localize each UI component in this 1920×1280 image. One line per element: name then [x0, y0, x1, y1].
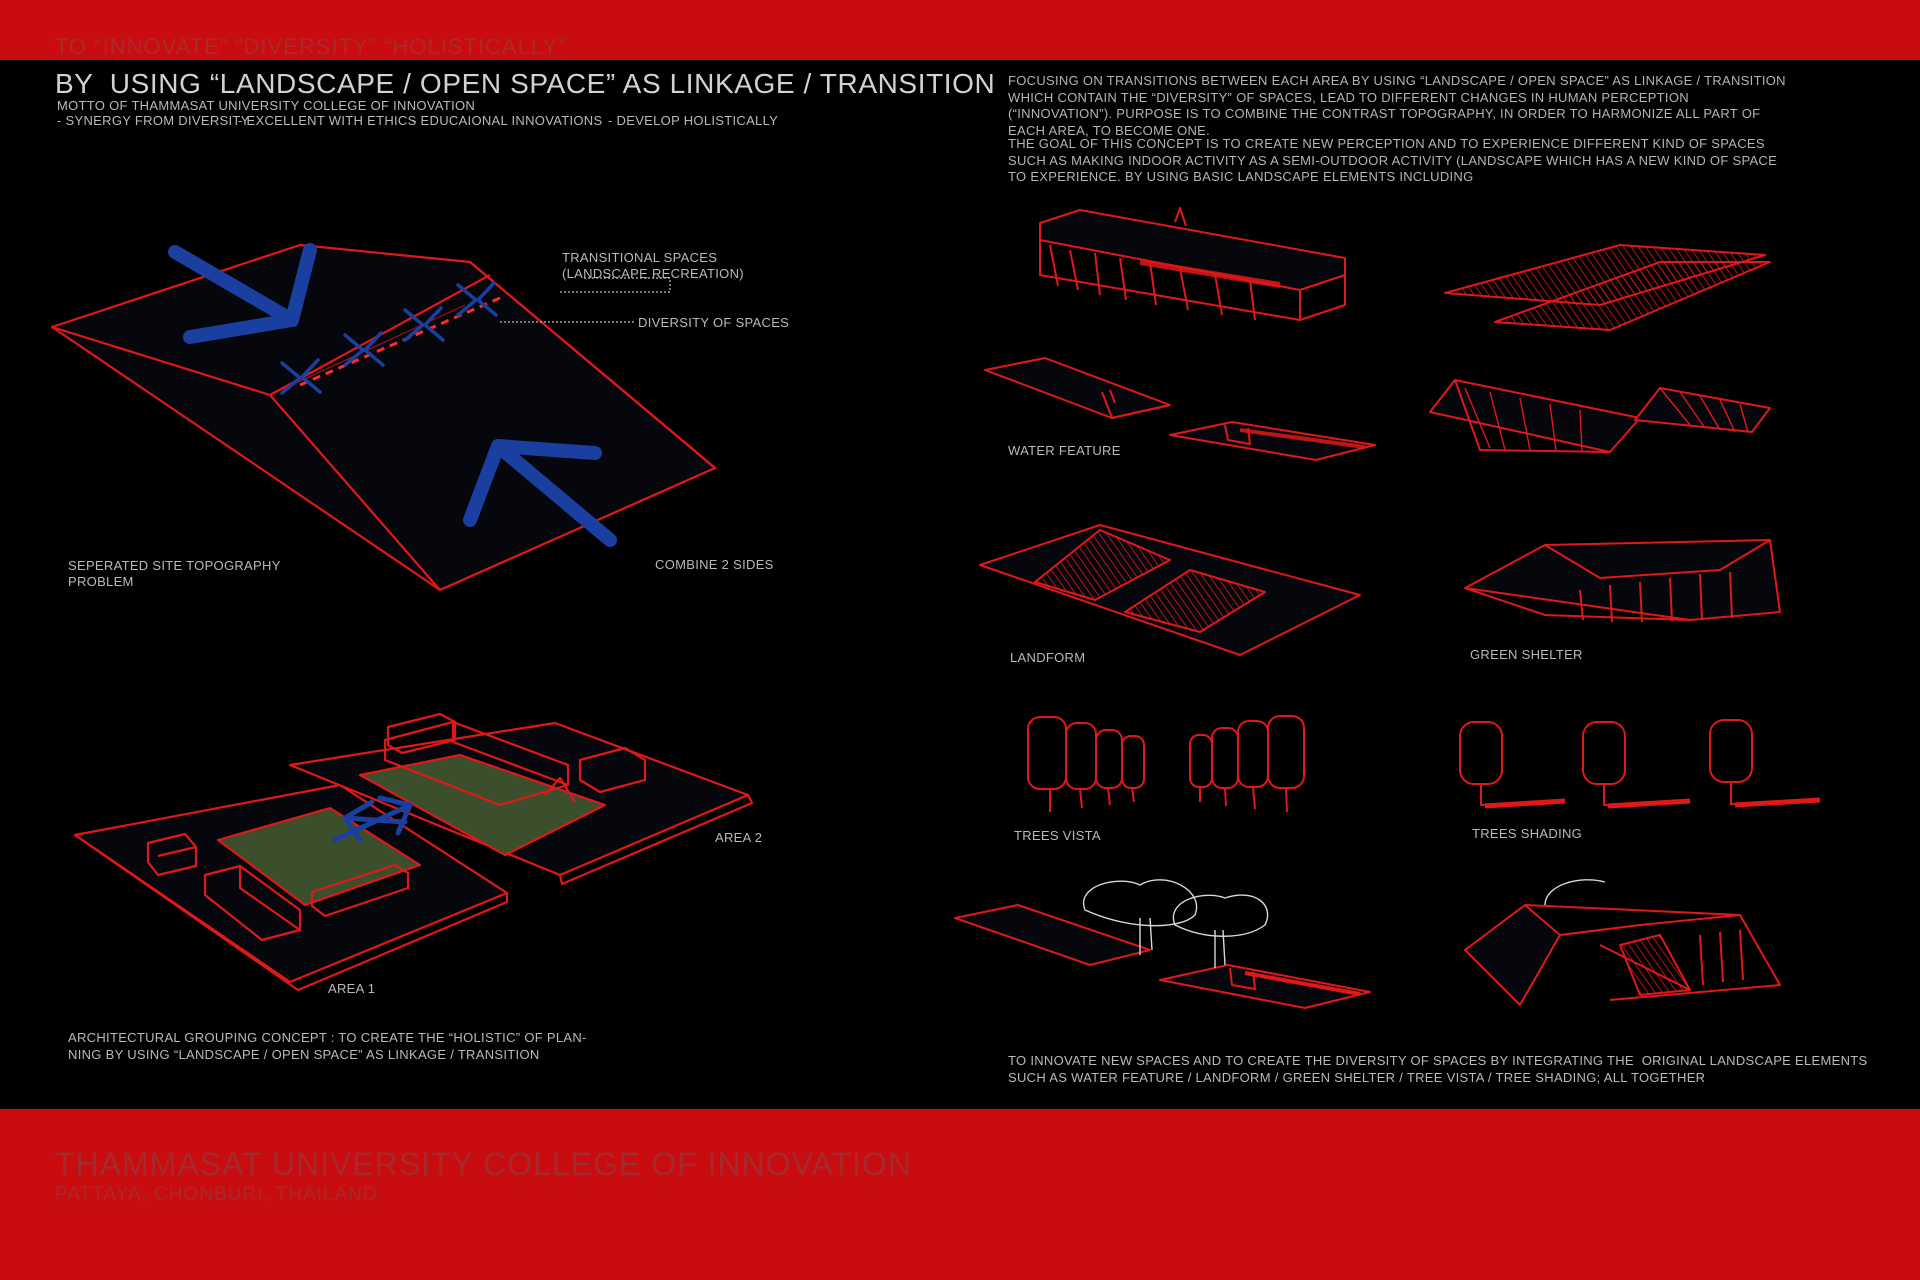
diversity-chevrons: [280, 281, 498, 395]
callout-leaders: [500, 277, 671, 323]
label-water-feature: WATER FEATURE: [1008, 443, 1121, 458]
grouping-caption: ARCHITECTURAL GROUPING CONCEPT : TO CREA…: [68, 1030, 587, 1062]
label-trees-vista: TREES VISTA: [1014, 828, 1101, 843]
trees-shading-sketch: [1459, 719, 1821, 809]
motto-heading: MOTTO OF THAMMASAT UNIVERSITY COLLEGE OF…: [57, 98, 476, 113]
label-green-shelter: GREEN SHELTER: [1470, 647, 1583, 662]
header-band: [0, 0, 1920, 60]
footer-subtitle: PATTAYA, CHONBURI, THAILAND: [55, 1184, 378, 1205]
label-trees-shading: TREES SHADING: [1472, 826, 1583, 841]
intro-paragraph-2: THE GOAL OF THIS CONCEPT IS TO CREATE NE…: [1008, 136, 1778, 184]
blue-arrows: [168, 243, 617, 547]
motto-item: - EXCELLENT WITH ETHICS: [238, 113, 417, 128]
label-area-1: AREA 1: [328, 981, 376, 996]
water-trees-sketch: [954, 904, 1371, 1009]
footer-title: THAMMASAT UNIVERSITY COLLEGE OF INNOVATI…: [55, 1146, 912, 1182]
ramp-sketch: [1444, 244, 1771, 331]
motto-item: - EDUCAIONAL INNOVATIONS: [412, 113, 603, 128]
label-combine: COMBINE 2 SIDES: [655, 557, 774, 572]
water-building-sketch: [1039, 207, 1346, 321]
canopy-sketches: [1429, 379, 1771, 453]
label-problem: SEPERATED SITE TOPOGRAPHY PROBLEM: [68, 558, 281, 589]
callout-transitional: TRANSITIONAL SPACES (LANDSCAPE RECREATIO…: [562, 250, 744, 281]
label-landform: LANDFORM: [1010, 650, 1086, 665]
page-title: BY USING “LANDSCAPE / OPEN SPACE” AS LIN…: [55, 68, 996, 99]
motto-item: - DEVELOP HOLISTICALLY: [608, 113, 779, 128]
motto-item: - SYNERGY FROM DIVERSITY: [57, 113, 250, 128]
trees-vista-sketch: [1027, 715, 1305, 813]
summary-caption: TO INNOVATE NEW SPACES AND TO CREATE THE…: [1008, 1053, 1868, 1085]
combined-shelter-sketch: [1464, 904, 1781, 1006]
combined-shelter-tree: [1544, 879, 1606, 906]
landform-sketch: [979, 524, 1361, 656]
linkage-arrow: [332, 795, 413, 843]
callout-diversity: DIVERSITY OF SPACES: [638, 315, 790, 330]
footer-band: [0, 1109, 1920, 1280]
green-shelter-sketch: [1464, 539, 1781, 623]
label-area-2: AREA 2: [715, 830, 763, 845]
tree-canopies: [1082, 879, 1269, 968]
grouping-diagram: [73, 712, 754, 992]
water-feature-sketch: [984, 357, 1376, 461]
intro-paragraph-1: FOCUSING ON TRANSITIONS BETWEEN EACH ARE…: [1008, 73, 1786, 138]
tagline: TO “INNOVATE” “DIVERSITY” “HOLISTICALLY”: [55, 34, 567, 59]
